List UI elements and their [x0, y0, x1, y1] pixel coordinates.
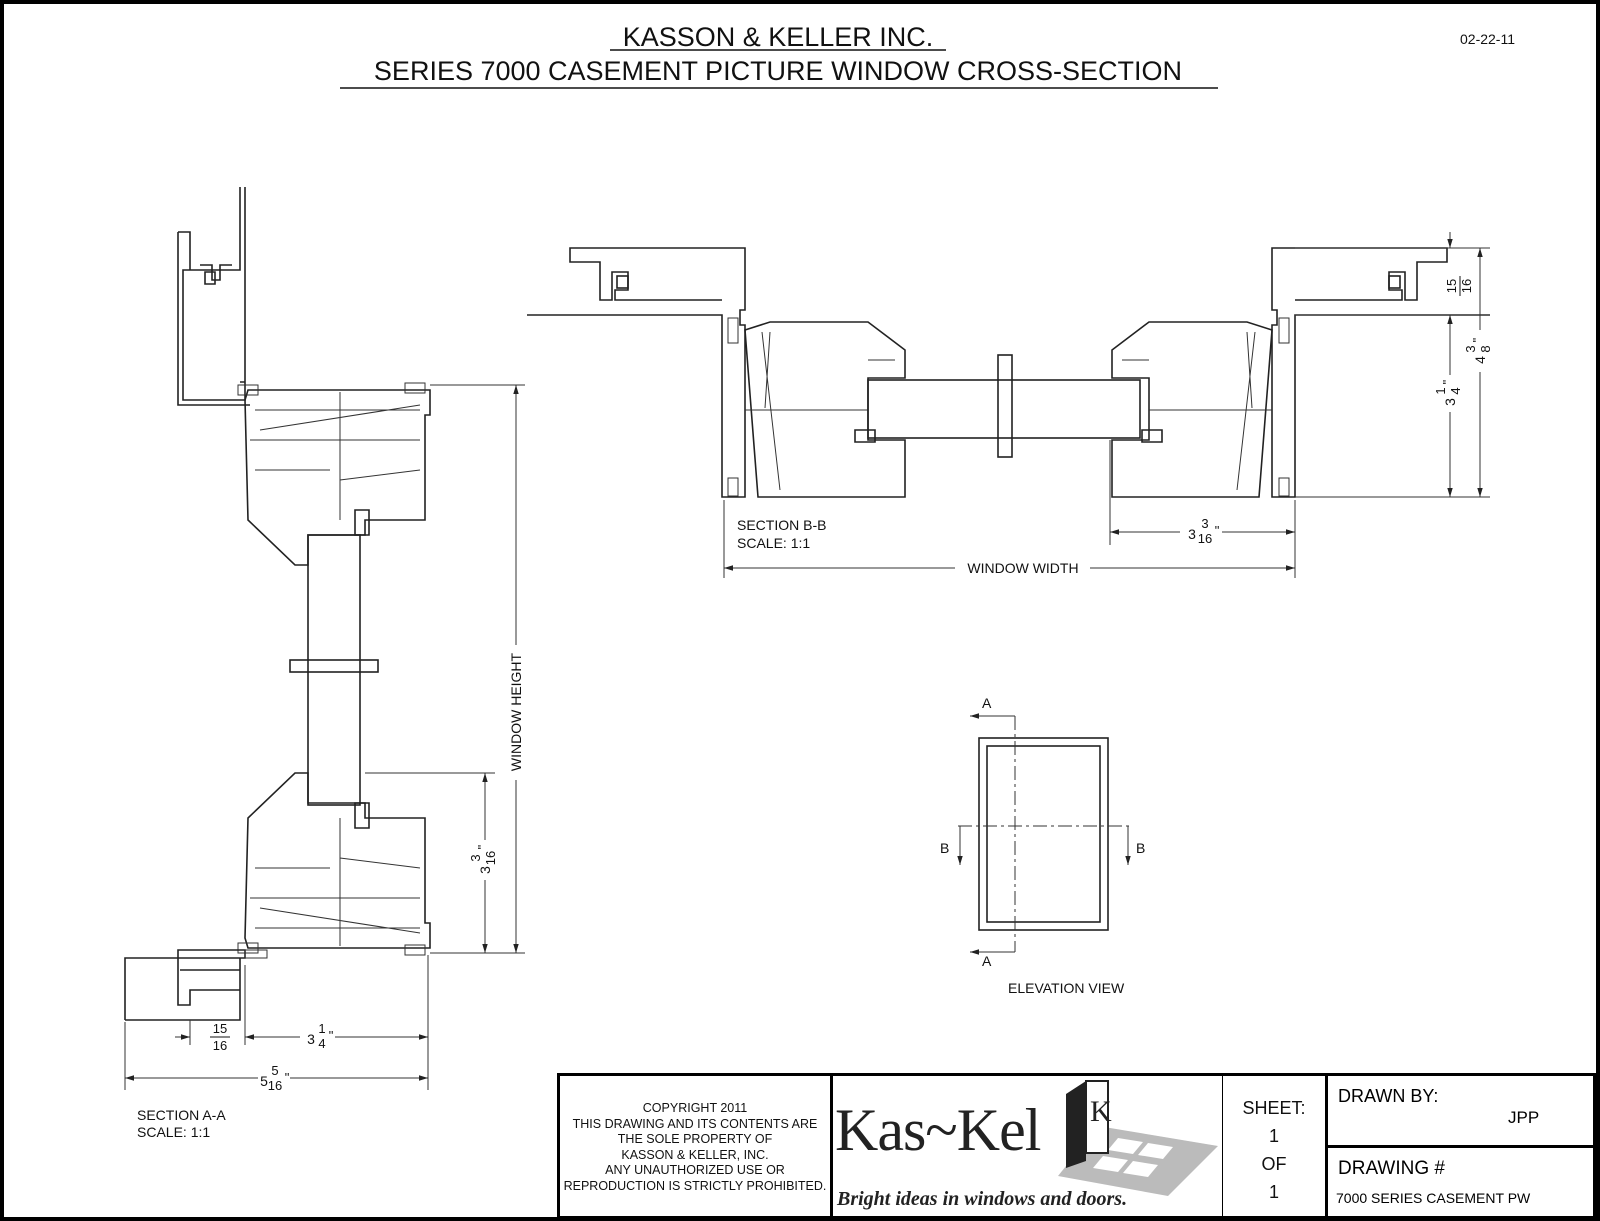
- drawing-title: SERIES 7000 CASEMENT PICTURE WINDOW CROS…: [374, 56, 1182, 86]
- sheet-number: 1: [1268, 1126, 1279, 1146]
- copyright-notice: COPYRIGHT 2011 THIS DRAWING AND ITS CONT…: [560, 1101, 830, 1194]
- of-label: OF: [1261, 1154, 1287, 1174]
- section-bb-profile: [526, 247, 1491, 498]
- sheet-cell: SHEET: 1 OF 1: [1222, 1073, 1328, 1219]
- drawn-by-cell: DRAWN BY: JPP: [1325, 1073, 1596, 1148]
- svg-text:16: 16: [1198, 531, 1212, 546]
- svg-text:15: 15: [213, 1021, 227, 1036]
- logo-text: Kas~Kel: [835, 1097, 1041, 1163]
- dim-5-5-16-aa: 5 5 16 ": [260, 1063, 290, 1093]
- section-marker-b: B: [1136, 840, 1145, 856]
- drawn-by-value: JPP: [1508, 1108, 1540, 1127]
- drawing-number-cell: DRAWING # 7000 SERIES CASEMENT PW: [1325, 1145, 1596, 1219]
- svg-text:4: 4: [318, 1036, 325, 1051]
- section-bb-label: SECTION B-B: [737, 517, 826, 533]
- svg-text:": ": [475, 844, 490, 849]
- svg-text:3: 3: [1201, 516, 1208, 531]
- drawing-number-label: DRAWING #: [1338, 1158, 1445, 1179]
- sheet-total: 1: [1268, 1182, 1279, 1202]
- svg-text:5: 5: [260, 1073, 268, 1089]
- copyright-cell: COPYRIGHT 2011 THIS DRAWING AND ITS CONT…: [557, 1073, 833, 1219]
- svg-text:16: 16: [1459, 279, 1474, 293]
- svg-text:4: 4: [1472, 356, 1488, 364]
- dim-window-height: WINDOW HEIGHT: [430, 384, 525, 954]
- svg-text:": ": [329, 1028, 334, 1043]
- svg-text:16: 16: [483, 851, 498, 865]
- svg-text:4: 4: [1448, 387, 1463, 394]
- svg-text:8: 8: [1478, 345, 1493, 352]
- svg-text:": ": [1440, 379, 1455, 384]
- copyright-line: ANY UNAUTHORIZED USE OR: [605, 1163, 785, 1177]
- logo-door-icon: K: [1058, 1080, 1218, 1196]
- drawing-date: 02-22-11: [1460, 31, 1515, 47]
- svg-text:3: 3: [307, 1031, 315, 1047]
- copyright-line: THIS DRAWING AND ITS CONTENTS ARE: [572, 1116, 818, 1131]
- dim-15-16-aa: 15 16: [210, 1021, 230, 1053]
- svg-text:15: 15: [1444, 279, 1459, 293]
- copyright-line: REPRODUCTION IS STRICTLY PROHIBITED.: [563, 1178, 827, 1193]
- dim-bb: WINDOW WIDTH 3 3 16 " 15 16 3 1 4 " 4 3 …: [723, 232, 1493, 578]
- drawn-by-label: DRAWN BY:: [1338, 1086, 1439, 1106]
- svg-text:3: 3: [1463, 345, 1478, 352]
- section-marker-a: A: [982, 953, 992, 969]
- svg-text:": ": [1215, 523, 1220, 538]
- copyright-line: THE SOLE PROPERTY OF: [617, 1132, 773, 1146]
- svg-text:3: 3: [1188, 526, 1196, 542]
- section-aa-scale: SCALE: 1:1: [137, 1124, 210, 1140]
- svg-text:3: 3: [477, 866, 493, 874]
- svg-text:5: 5: [271, 1063, 278, 1078]
- svg-text:3: 3: [1442, 398, 1458, 406]
- svg-text:K: K: [1090, 1095, 1112, 1128]
- svg-text:": ": [285, 1070, 290, 1085]
- copyright-line: COPYRIGHT 2011: [642, 1101, 748, 1115]
- svg-text:": ": [1470, 337, 1485, 342]
- elevation-view-label: ELEVATION VIEW: [1008, 980, 1125, 996]
- logo-tagline: Bright ideas in windows and doors.: [837, 1188, 1128, 1210]
- dim-3-1-4-aa: 3 1 4 ": [307, 1021, 334, 1051]
- elevation-view: A A B B ELEVATION VIEW: [940, 695, 1145, 996]
- section-marker-b: B: [940, 840, 949, 856]
- svg-text:1: 1: [1433, 387, 1448, 394]
- sheet-label: SHEET:: [1242, 1098, 1306, 1118]
- section-bb-scale: SCALE: 1:1: [737, 535, 810, 551]
- svg-text:3: 3: [468, 854, 483, 861]
- copyright-line: KASSON & KELLER, INC.: [621, 1147, 769, 1162]
- svg-text:1: 1: [318, 1021, 325, 1036]
- company-logo: Kas~Kel K Bright ideas in windows and do…: [833, 1076, 1223, 1216]
- dim-aa-width: [124, 955, 429, 1090]
- svg-text:16: 16: [268, 1078, 282, 1093]
- svg-text:WINDOW HEIGHT: WINDOW HEIGHT: [508, 652, 524, 771]
- dim-window-width: WINDOW WIDTH: [967, 560, 1078, 576]
- drawing-number-value: 7000 SERIES CASEMENT PW: [1336, 1190, 1531, 1206]
- company-title: KASSON & KELLER INC.: [623, 22, 934, 52]
- dim-3-3-16-aa: 3 3 16 ": [365, 772, 498, 953]
- section-marker-a: A: [982, 695, 992, 711]
- section-aa-label: SECTION A-A: [137, 1107, 226, 1123]
- svg-text:16: 16: [213, 1038, 227, 1053]
- section-aa-profile: [124, 187, 431, 1021]
